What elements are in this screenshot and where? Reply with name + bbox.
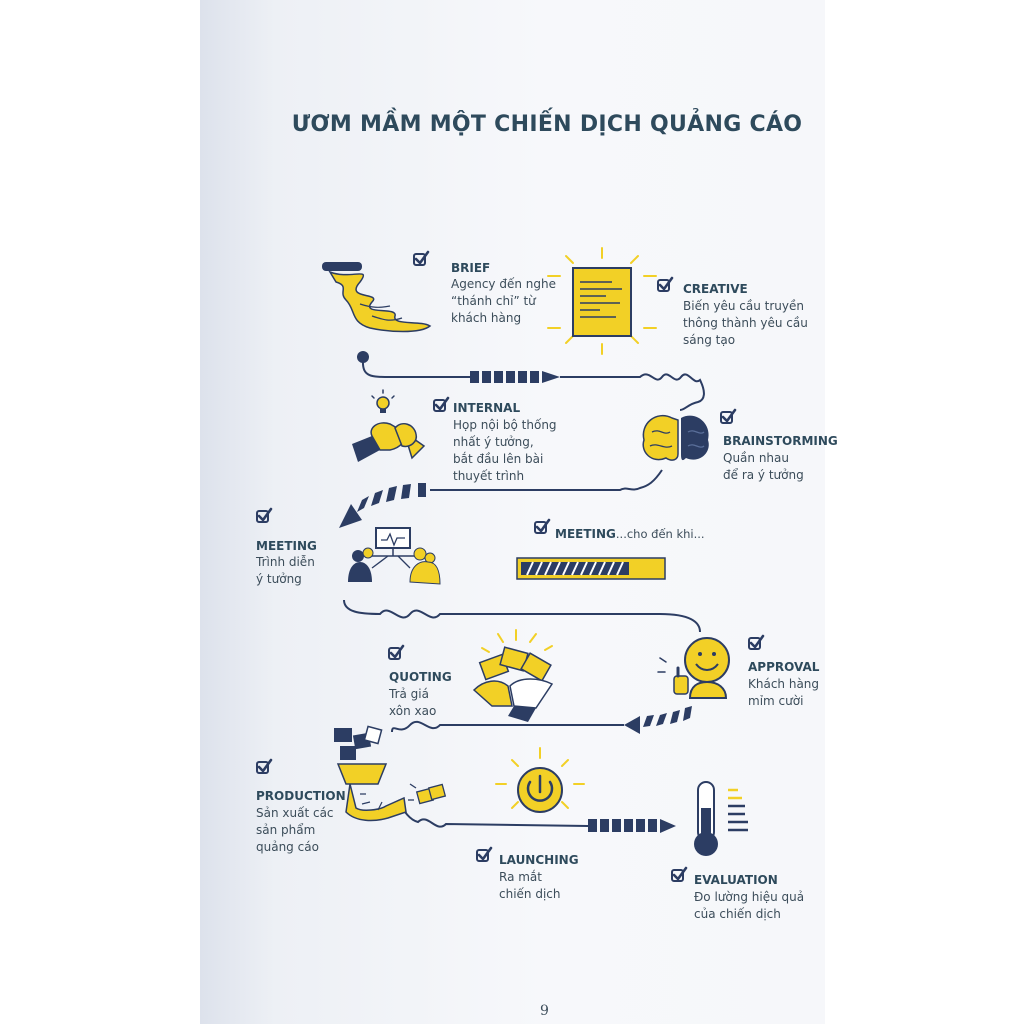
smiley-thumbs-up-icon [657,637,730,699]
quoting-heading: QUOTING [389,670,452,684]
quoting-line: Trả giá [389,687,429,701]
brainstorming-description: Quần nhau để ra ý tưởng [723,450,804,484]
production-heading: PRODUCTION [256,789,346,803]
brief-description: Agency đến nghe “thánh chỉ” từ khách hàn… [451,276,556,327]
meeting-line: ý tưởng [256,572,302,586]
book-page [200,0,825,1024]
check-icon [412,250,430,267]
internal-description: Họp nội bộ thống nhất ý tưởng, bắt đầu l… [453,417,557,485]
internal-line: Họp nội bộ thống [453,418,557,432]
evaluation-description: Đo lường hiệu quả của chiến dịch [694,889,804,923]
scan-left-margin [0,0,200,1024]
scroll-icon [322,262,432,333]
production-line: sản phẩm [256,823,316,837]
check-icon [747,634,765,651]
check-icon [656,276,674,293]
quoting-description: Trả giá xôn xao [389,686,436,720]
money-hands-icon [472,629,554,722]
brief-heading: BRIEF [451,261,491,275]
meeting-until-heading: MEETING...cho đến khi... [555,527,705,541]
check-icon [432,396,450,413]
path-meeting-to-approval [343,599,701,633]
page-number: 9 [540,1003,549,1019]
check-icon [475,846,493,863]
internal-line: nhất ý tưởng, [453,435,534,449]
brainstorming-line: để ra ý tưởng [723,468,804,482]
meeting-until-title: MEETING [555,527,616,541]
creative-line: thông thành yêu cầu [683,316,808,330]
check-icon [670,866,688,883]
production-line: quảng cáo [256,840,319,854]
progress-bar-icon [516,557,666,580]
path-brief-to-creative [357,351,705,411]
path-brainstorming-to-meeting [339,469,663,528]
evaluation-line: của chiến dịch [694,907,781,921]
meeting-line: Trình diễn [256,555,315,569]
production-line: Sản xuất các [256,806,334,820]
fist-bump-icon [352,389,426,462]
approval-heading: APPROVAL [748,660,820,674]
production-description: Sản xuất các sản phẩm quảng cáo [256,805,334,856]
path-approval-to-quoting [391,706,692,734]
creative-heading: CREATIVE [683,282,748,296]
meeting-until-suffix: ...cho đến khi... [615,527,705,541]
evaluation-heading: EVALUATION [694,873,778,887]
launching-line: chiến dịch [499,887,561,901]
brief-line: “thánh chỉ” từ [451,294,536,308]
quoting-line: xôn xao [389,704,437,718]
approval-description: Khách hàng mỉm cười [748,676,819,710]
internal-line: thuyết trình [453,469,525,483]
internal-line: bắt đầu lên bài [453,452,544,466]
launching-description: Ra mắt chiến dịch [499,869,561,903]
launching-line: Ra mắt [499,870,542,884]
creative-line: sáng tạo [683,333,736,347]
check-icon [387,644,405,661]
launching-heading: LAUNCHING [499,853,579,867]
approval-line: Khách hàng [748,677,820,691]
approval-line: mỉm cười [748,694,804,708]
meeting-description: Trình diễn ý tưởng [256,554,315,588]
internal-heading: INTERNAL [453,401,521,415]
presentation-icon [348,527,441,585]
brain-icon [642,415,709,461]
brief-line: Agency đến nghe [451,277,556,291]
brainstorming-line: Quần nhau [723,451,789,465]
power-button-icon [495,747,585,813]
check-icon [255,507,273,524]
check-icon [533,518,551,535]
page-title: ƯƠM MẦM MỘT CHIẾN DỊCH QUẢNG CÁO [291,112,803,137]
production-machine-icon [334,725,447,822]
evaluation-line: Đo lường hiệu quả [694,890,805,904]
document-icon [547,247,657,355]
creative-line: Biến yêu cầu truyền [683,299,804,313]
check-icon [719,408,737,425]
check-icon [255,758,273,775]
brainstorming-heading: BRAINSTORMING [723,434,838,448]
brief-line: khách hàng [451,311,522,325]
meeting-heading: MEETING [256,539,317,553]
scan-right-margin [825,0,1024,1024]
thermometer-icon [694,781,748,856]
creative-description: Biến yêu cầu truyền thông thành yêu cầu … [683,298,808,349]
